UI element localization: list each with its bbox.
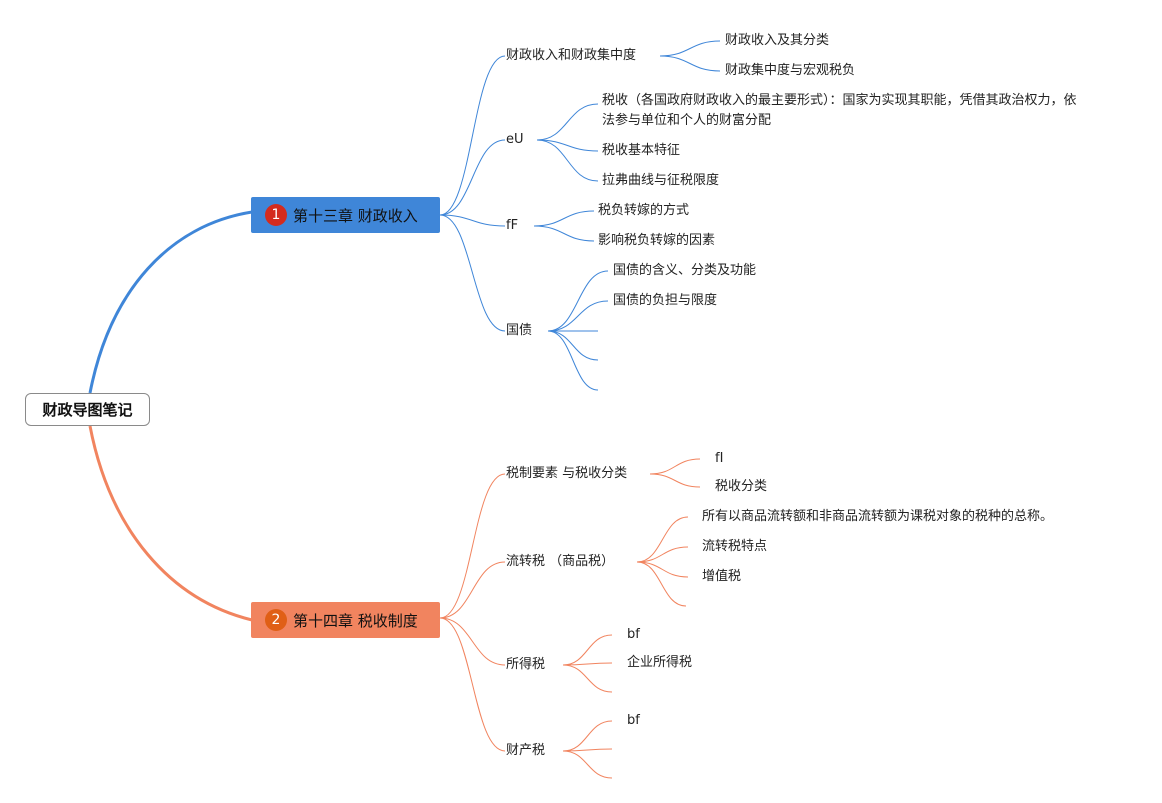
leaf-node[interactable]: 影响税负转嫁的因素 [598,233,716,248]
chapter-13-label: 第十三章 财政收入 [293,206,418,225]
root-to-chapter-14-link [88,425,253,622]
topic-to-leaf-link [636,516,689,563]
chapter-to-topic-link [439,617,506,666]
leaf-node[interactable]: 税收基本特征 [602,143,681,158]
topic-to-leaf-link [536,103,599,141]
topic-to-leaf-link [547,300,609,332]
leaf-node[interactable]: 增值税 [702,569,742,584]
leaf-node[interactable]: 流转税特点 [702,539,768,554]
topic-to-leaf-link [547,330,599,391]
leaf-node[interactable]: 财政集中度与宏观税负 [725,63,856,78]
topic-to-leaf-link [649,458,701,475]
topic-to-leaf-link [536,139,599,182]
topic-turnover-tax[interactable]: 流转税 （商品税） [506,554,615,569]
topic-to-leaf-link [659,40,721,57]
topic-to-leaf-link [636,546,689,563]
topic-tax-elements-classification[interactable]: 税制要素 与税收分类 [506,466,628,481]
topic-property-tax[interactable]: 财产税 [506,743,546,758]
chapter-to-topic-link [439,617,506,752]
chapter-to-topic-link [439,139,506,216]
leaf-node[interactable]: 税收（各国政府财政收入的最主要形式）：国家为实现其职能，凭借其政治权力，依法参与… [602,93,1077,128]
leaf-node[interactable]: 企业所得税 [627,655,693,670]
topic-to-leaf-link [562,748,613,752]
topic-ff[interactable]: fF [506,218,519,233]
topic-to-leaf-link [547,270,609,332]
topic-income-tax[interactable]: 所得税 [506,657,546,672]
topic-to-leaf-link [562,634,613,666]
leaf-node[interactable]: 拉弗曲线与征税限度 [602,173,720,188]
chapter-to-topic-link [439,473,506,619]
topic-fiscal-revenue-concentration[interactable]: 财政收入和财政集中度 [506,48,637,63]
topic-eu[interactable]: eU [506,132,524,147]
leaf-node[interactable]: 税负转嫁的方式 [598,203,690,218]
topic-to-leaf-link [562,750,613,779]
chapter-14-label: 第十四章 税收制度 [293,611,418,630]
leaf-node[interactable]: bf [627,627,640,642]
topic-to-leaf-link [533,225,595,242]
root-node[interactable]: 财政导图笔记 [25,393,150,426]
topic-to-leaf-link [659,55,721,72]
chapter-to-topic-link [439,561,506,619]
topic-to-leaf-link [636,561,689,578]
root-label: 财政导图笔记 [42,401,133,419]
chapter-number-badge: 1 [265,204,287,226]
chapter-number-badge: 2 [265,609,287,631]
topic-to-leaf-link [562,664,613,693]
leaf-node[interactable]: 国债的负担与限度 [613,293,718,308]
topic-to-leaf-link [533,210,595,227]
leaf-node[interactable]: 所有以商品流转额和非商品流转额为课税对象的税种的总称。 [702,509,1054,524]
chapter-14-node[interactable]: 2 第十四章 税收制度 [251,602,440,638]
chapter-13-node[interactable]: 1 第十三章 财政收入 [251,197,440,233]
root-to-chapter-13-link [88,210,253,394]
chapter-to-topic-link [439,55,506,216]
chapter-to-topic-link [439,214,506,332]
leaf-node[interactable]: fI [715,451,724,466]
topic-to-leaf-link [649,473,701,488]
topic-to-leaf-link [547,330,599,361]
leaf-node[interactable]: 财政收入及其分类 [725,33,830,48]
leaf-node[interactable]: bf [627,713,640,728]
topic-to-leaf-link [636,561,687,607]
leaf-node[interactable]: 国债的含义、分类及功能 [613,263,757,278]
chapter-to-topic-link [439,214,506,227]
topic-national-debt[interactable]: 国债 [506,323,533,338]
topic-to-leaf-link [562,662,613,666]
topic-to-leaf-link [562,720,613,752]
topic-to-leaf-link [536,139,599,152]
leaf-node[interactable]: 税收分类 [715,479,768,494]
